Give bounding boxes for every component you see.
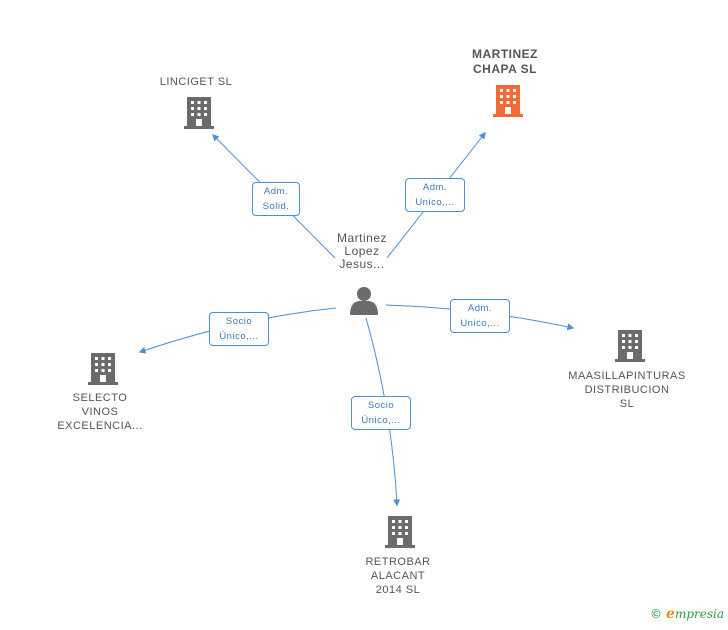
building-icon[interactable] <box>385 516 415 548</box>
company-label-linciget[interactable]: LINCIGET SL <box>159 76 233 88</box>
company-label-maasillapinturas[interactable]: MAASILLAPINTURAS DISTRIBUCION SL <box>568 370 686 410</box>
relation-label-martinez-chapa[interactable]: Adm. Unico,... <box>405 178 465 212</box>
company-label-selecto[interactable]: SELECTO VINOS EXCELENCIA... <box>57 392 143 432</box>
brand-logo-initial: e <box>666 606 675 622</box>
relation-label-maasillapinturas[interactable]: Adm. Unico,... <box>450 299 510 333</box>
relation-label-linciget[interactable]: Adm. Solid. <box>252 182 300 216</box>
building-icon[interactable] <box>88 353 118 385</box>
brand-footer[interactable]: ©empresia <box>650 606 724 622</box>
building-icon[interactable] <box>615 330 645 362</box>
building-icon-main[interactable] <box>493 85 523 117</box>
building-icon[interactable] <box>184 97 214 129</box>
brand-logo-text: mpresia <box>674 607 724 621</box>
company-label-martinez-chapa[interactable]: MARTINEZ CHAPA SL <box>472 47 538 76</box>
relation-label-selecto[interactable]: Socio Único,... <box>209 312 269 346</box>
company-label-retrobar[interactable]: RETROBAR ALACANT 2014 SL <box>365 556 431 596</box>
person-icon[interactable] <box>350 287 378 315</box>
person-name[interactable]: Martinez Lopez Jesus... <box>336 231 387 271</box>
relation-label-retrobar[interactable]: Socio Único,... <box>351 396 411 430</box>
copyright-icon: © <box>650 607 663 621</box>
